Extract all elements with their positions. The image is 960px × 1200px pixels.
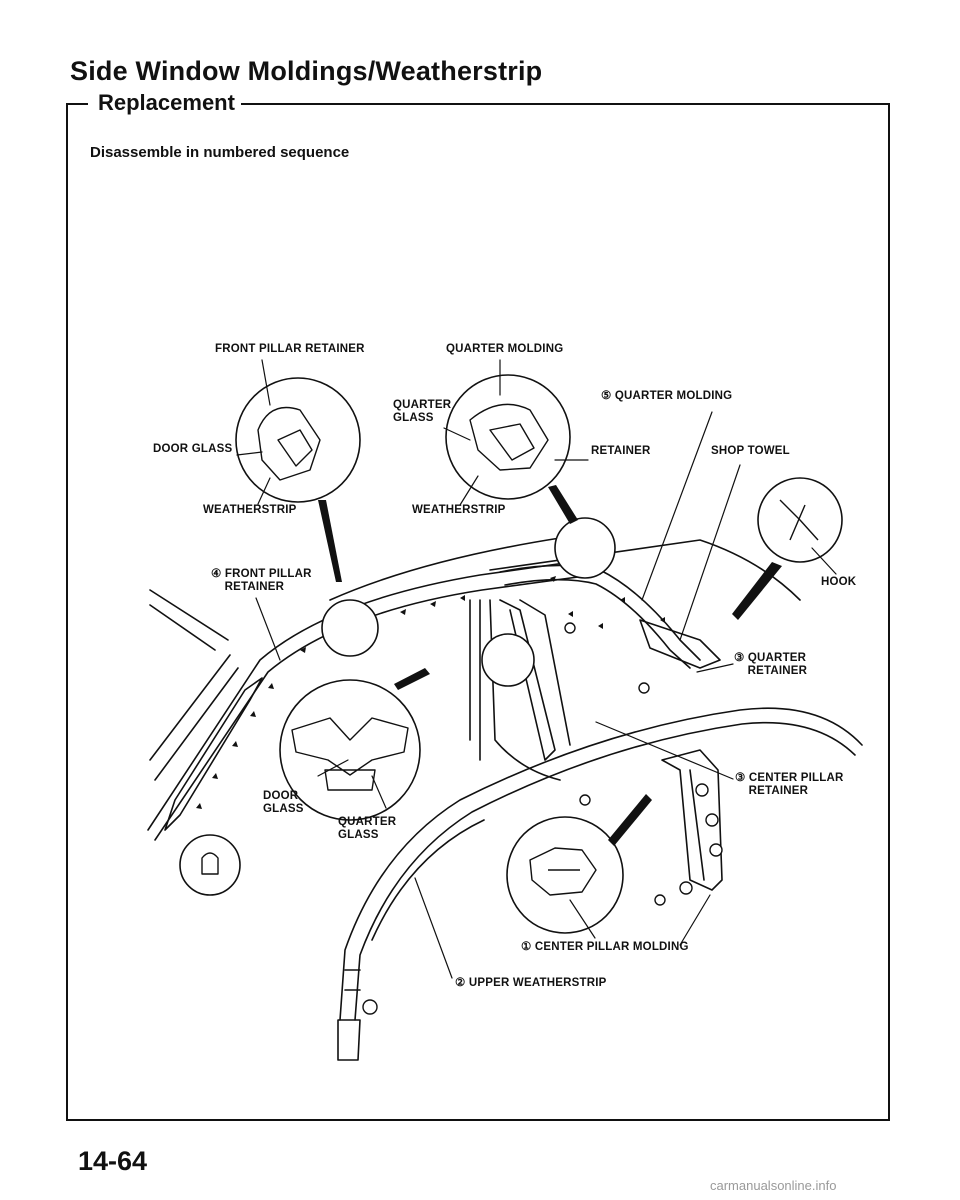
label-quarter-glass-top: QUARTER GLASS — [393, 399, 452, 424]
label-upper-weatherstrip-2: ② UPPER WEATHERSTRIP — [455, 977, 607, 989]
pointer-wedge-5 — [608, 794, 652, 846]
pointer-wedge-1 — [318, 500, 342, 582]
label-hook: HOOK — [821, 576, 857, 588]
section-frame — [66, 103, 890, 1121]
upper-weatherstrip — [339, 707, 863, 1021]
center-pillar-molding — [661, 749, 723, 891]
windshield-frame — [147, 557, 601, 841]
detail-front-pillar — [235, 377, 361, 503]
weatherstrip-end — [337, 969, 361, 1061]
detail-quarter-molding — [445, 374, 571, 500]
label-weatherstrip-mid: WEATHERSTRIP — [412, 504, 506, 516]
center-pillar — [499, 599, 571, 761]
frame-top-right — [236, 103, 890, 105]
door-frame — [469, 599, 561, 781]
detail-clip — [179, 834, 241, 896]
label-center-pillar-molding-1: ① CENTER PILLAR MOLDING — [521, 941, 689, 953]
footer-url: carmanualsonline.info — [710, 1178, 837, 1193]
label-front-pillar-retainer-top: FRONT PILLAR RETAINER — [215, 343, 365, 355]
pointer-wedge-4 — [394, 668, 430, 690]
detail-glass-section — [279, 679, 421, 821]
detail-center-pillar — [506, 816, 624, 934]
label-shop-towel: SHOP TOWEL — [711, 445, 790, 457]
label-door-glass-bottom: DOOR GLASS — [263, 790, 304, 815]
section-heading: Replacement — [96, 90, 241, 116]
label-front-pillar-retainer-4: ④ FRONT PILLAR RETAINER — [211, 568, 312, 593]
label-quarter-molding-5: ⑤ QUARTER MOLDING — [601, 390, 733, 402]
page-number: 14-64 — [78, 1146, 148, 1176]
instruction-text: Disassemble in numbered sequence — [90, 144, 350, 161]
label-retainer: RETAINER — [591, 445, 651, 457]
frame-top-left — [66, 103, 88, 105]
label-center-pillar-retainer-3: ③ CENTER PILLAR RETAINER — [735, 772, 844, 797]
label-quarter-molding-top: QUARTER MOLDING — [446, 343, 564, 355]
page-title: Side Window Moldings/Weatherstrip — [70, 56, 543, 86]
front-pillar-retainer — [164, 677, 263, 831]
callout-ring-b — [481, 633, 535, 687]
label-quarter-retainer-3: ③ QUARTER RETAINER — [734, 652, 808, 677]
label-weatherstrip-left: WEATHERSTRIP — [203, 504, 297, 516]
label-quarter-glass-bottom: QUARTER GLASS — [338, 816, 397, 841]
pointer-wedge-2 — [548, 485, 578, 524]
label-door-glass-top: DOOR GLASS — [153, 443, 233, 455]
quarter-retainer-part — [639, 619, 721, 669]
callout-ring-c — [554, 517, 616, 579]
pointer-wedge-3 — [732, 562, 782, 620]
roof-line — [329, 537, 801, 601]
callout-ring-a — [321, 599, 379, 657]
